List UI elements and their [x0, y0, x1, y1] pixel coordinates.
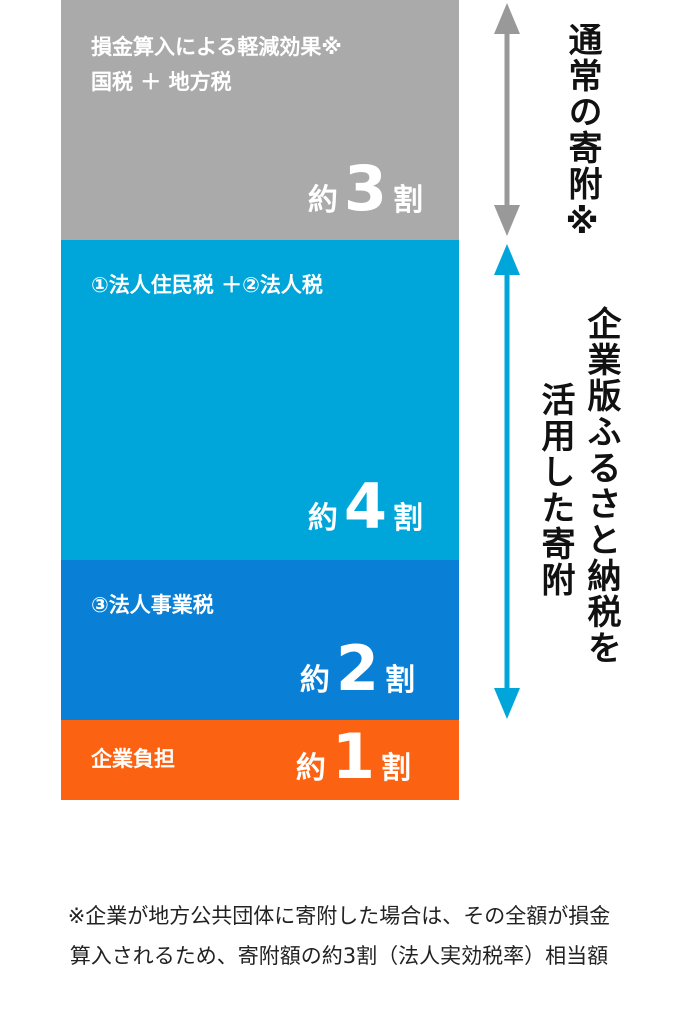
ratio-prefix: 約 — [307, 183, 338, 218]
furusato-donation-label-line2: 活用した寄附 — [535, 382, 575, 598]
regular-deduction-ratio: 約 3 割 — [308, 158, 423, 220]
ratio-prefix: 約 — [307, 501, 338, 536]
ratio-number: 1 — [331, 720, 375, 793]
resident-corporate-tax-block: ①法人住民税 ＋②法人税 約 4 割 — [61, 240, 459, 560]
furusato-donation-arrow — [494, 244, 520, 719]
ratio-number: 3 — [343, 152, 387, 225]
company-burden-title: 企業負担 — [91, 747, 175, 771]
footnote-line2: 算入されるため、寄附額の約3割（法人実効税率）相当額 — [69, 944, 609, 968]
furusato-donation-label-line1: 企業版ふるさと納税を — [581, 306, 621, 666]
ratio-prefix: 約 — [295, 751, 326, 786]
ratio-suffix: 割 — [385, 663, 415, 698]
ratio-number: 2 — [335, 632, 379, 705]
regular-deduction-title: 損金算入による軽減効果※ — [91, 35, 342, 59]
footnote-line1: ※企業が地方公共団体に寄附した場合は、その全額が損金 — [67, 904, 611, 928]
enterprise-tax-ratio: 約 2 割 — [300, 638, 415, 700]
regular-donation-arrow — [494, 3, 520, 236]
ratio-number: 4 — [343, 470, 387, 543]
enterprise-tax-title: ③法人事業税 — [91, 593, 214, 617]
resident-corporate-tax-title: ①法人住民税 ＋②法人税 — [91, 273, 323, 297]
regular-donation-label: 通常の寄附※ — [562, 22, 602, 244]
company-burden-block: 企業負担 約 1 割 — [61, 720, 459, 800]
ratio-suffix: 割 — [393, 501, 423, 536]
company-burden-ratio: 約 1 割 — [296, 726, 411, 788]
ratio-suffix: 割 — [381, 751, 411, 786]
resident-corporate-tax-ratio: 約 4 割 — [308, 476, 423, 538]
regular-deduction-block: 損金算入による軽減効果※ 国税 ＋ 地方税 約 3 割 — [61, 0, 459, 240]
regular-deduction-subtitle: 国税 ＋ 地方税 — [91, 70, 232, 94]
enterprise-tax-block: ③法人事業税 約 2 割 — [61, 560, 459, 720]
ratio-prefix: 約 — [299, 663, 330, 698]
ratio-suffix: 割 — [393, 183, 423, 218]
